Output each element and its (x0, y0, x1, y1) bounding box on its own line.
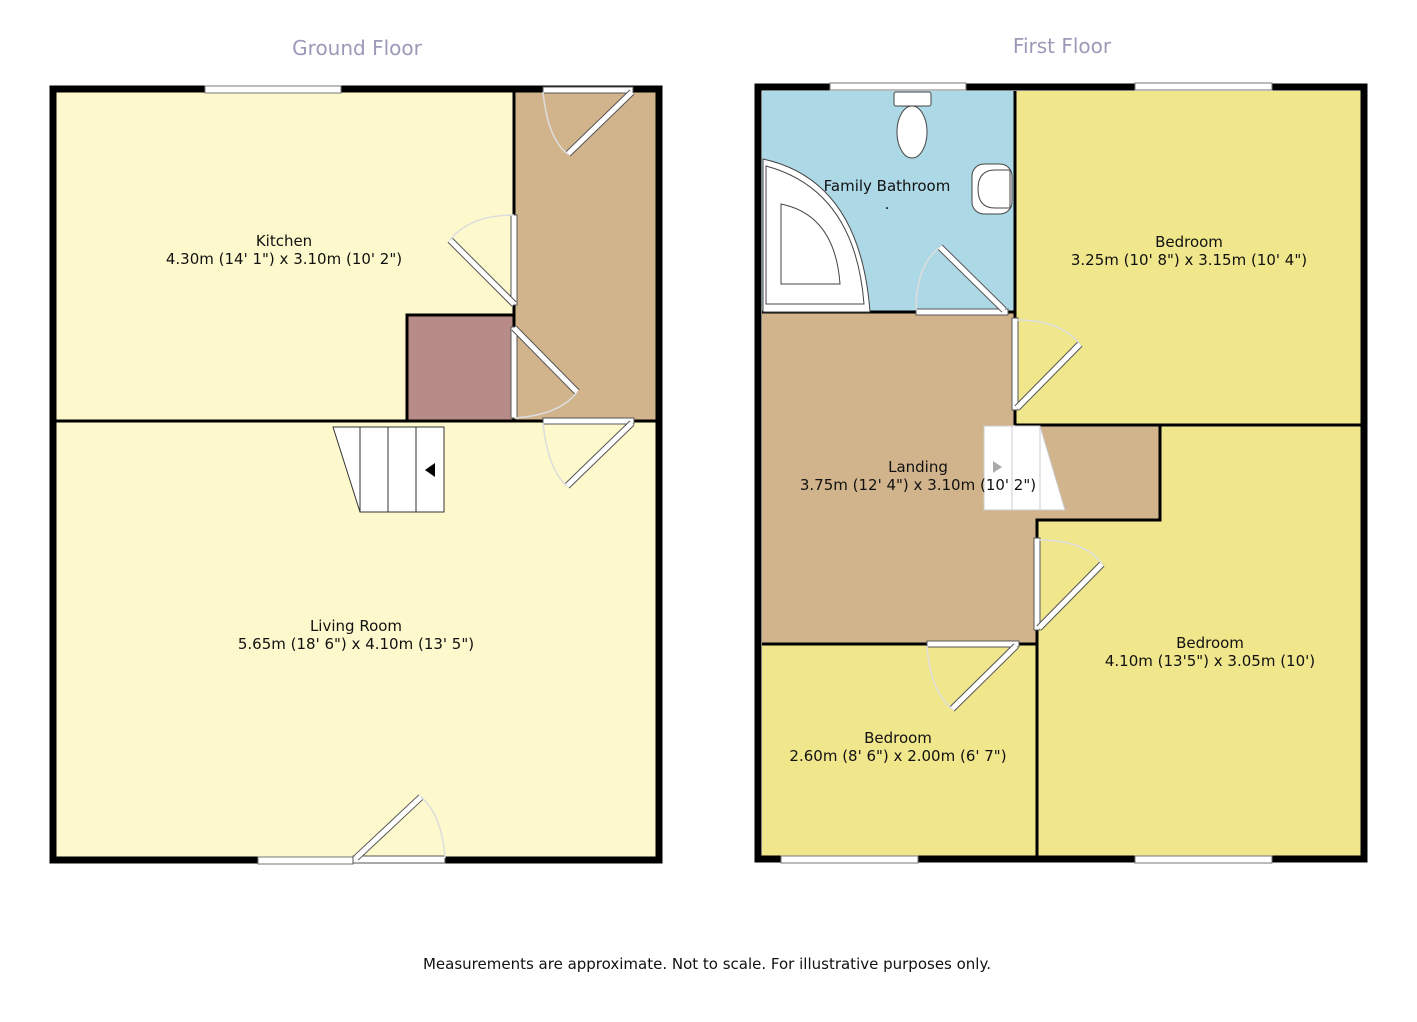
outer-wall (754, 83, 1368, 863)
room-name: Kitchen (256, 232, 312, 250)
first-floor: First Floor (754, 34, 1368, 864)
window (829, 82, 967, 91)
landing-area (762, 312, 1160, 644)
door (926, 640, 1020, 712)
ground-floor: Ground Floor (49, 36, 663, 865)
hallway-area (514, 92, 656, 422)
bedroom-3-area (762, 644, 1037, 856)
bedroom-1-area (1015, 91, 1362, 425)
room-name: Bedroom (1176, 634, 1244, 652)
front-door (352, 794, 446, 864)
window (780, 855, 919, 864)
first-floor-title: First Floor (1013, 34, 1112, 58)
disclaimer: Measurements are approximate. Not to sca… (423, 955, 991, 973)
sink-icon (971, 163, 1013, 215)
room-name: Bedroom (1155, 233, 1223, 251)
window (1134, 82, 1273, 91)
window (204, 85, 342, 94)
room-size: 4.10m (13'5") x 3.05m (10') (1105, 652, 1315, 670)
room-size: 3.25m (10' 8") x 3.15m (10' 4") (1071, 251, 1307, 269)
door (1033, 537, 1105, 631)
door (1011, 317, 1083, 411)
room-name: Landing (888, 458, 948, 476)
room-size: 2.60m (8' 6") x 2.00m (6' 7") (789, 747, 1006, 765)
staircase (983, 425, 1066, 511)
door (542, 86, 635, 157)
corner-bath-icon (762, 158, 871, 313)
stair-arrow-icon (425, 463, 435, 477)
room-size: . (885, 195, 890, 213)
stair-arrow-icon (993, 461, 1002, 473)
door (510, 325, 580, 419)
bedroom-2-area (1037, 425, 1362, 856)
ground-floor-title: Ground Floor (292, 36, 422, 60)
window (1134, 855, 1273, 864)
room-size: 5.65m (18' 6") x 4.10m (13' 5") (238, 635, 474, 653)
toilet-icon (893, 91, 932, 159)
room-size: 3.75m (12' 4") x 3.10m (10' 2") (800, 476, 1036, 494)
cupboard-area (407, 315, 514, 422)
room-name: Living Room (310, 617, 402, 635)
door (447, 214, 518, 307)
window (257, 856, 354, 865)
door (542, 417, 635, 489)
staircase (332, 426, 445, 513)
room-size: 4.30m (14' 1") x 3.10m (10' 2") (166, 250, 402, 268)
door (915, 244, 1009, 316)
room-name: Bedroom (864, 729, 932, 747)
room-name: Family Bathroom (824, 177, 951, 195)
